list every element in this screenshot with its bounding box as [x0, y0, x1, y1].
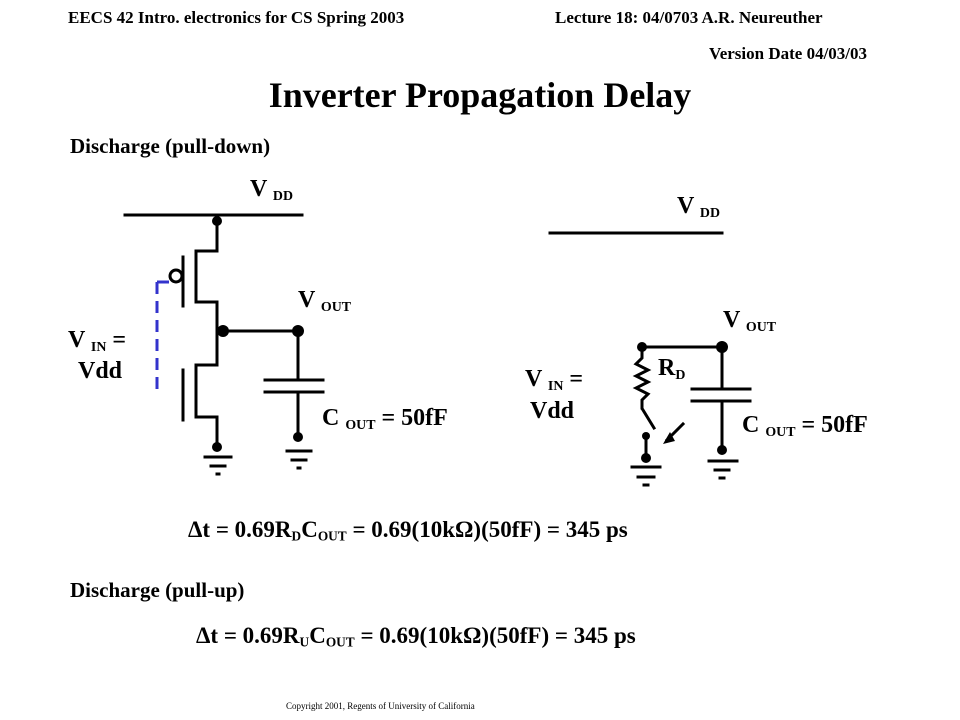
course-header: EECS 42 Intro. electronics for CS Spring…: [68, 8, 405, 27]
left-vdd-label: V DD: [250, 176, 293, 204]
lecture-header: Lecture 18: 04/0703 A.R. Neureuther: [555, 8, 823, 27]
left-vin-label: V IN =: [68, 327, 127, 355]
page-title: Inverter Propagation Delay: [268, 75, 692, 115]
gate-dashed-connector: [155, 280, 170, 396]
right-vin-value: Vdd: [530, 398, 575, 424]
right-vout-label: V OUT: [723, 307, 777, 335]
equation-pullup: Δt = 0.69RUCOUT = 0.69(10kΩ)(50fF) = 345…: [196, 623, 636, 650]
rd-label: RD: [658, 355, 686, 383]
right-vin-label: V IN =: [525, 366, 584, 394]
copyright-notice: Copyright 2001, Regents of University of…: [286, 701, 475, 711]
version-date: Version Date 04/03/03: [709, 44, 868, 63]
right-switch-blade: [640, 407, 657, 431]
left-vout-label: V OUT: [298, 287, 352, 315]
right-resistor: [632, 345, 652, 410]
right-cout-label: C OUT = 50fF: [742, 412, 868, 440]
right-vdd-label: V DD: [677, 193, 720, 221]
equation-pulldown: Δt = 0.69RDCOUT = 0.69(10kΩ)(50fF) = 345…: [188, 517, 628, 544]
pmos-bubble: [168, 268, 184, 284]
left-cout-label: C OUT = 50fF: [322, 405, 448, 433]
section-pullup: Discharge (pull-up): [70, 578, 245, 602]
left-vin-value: Vdd: [78, 358, 123, 384]
section-pulldown: Discharge (pull-down): [70, 134, 271, 158]
